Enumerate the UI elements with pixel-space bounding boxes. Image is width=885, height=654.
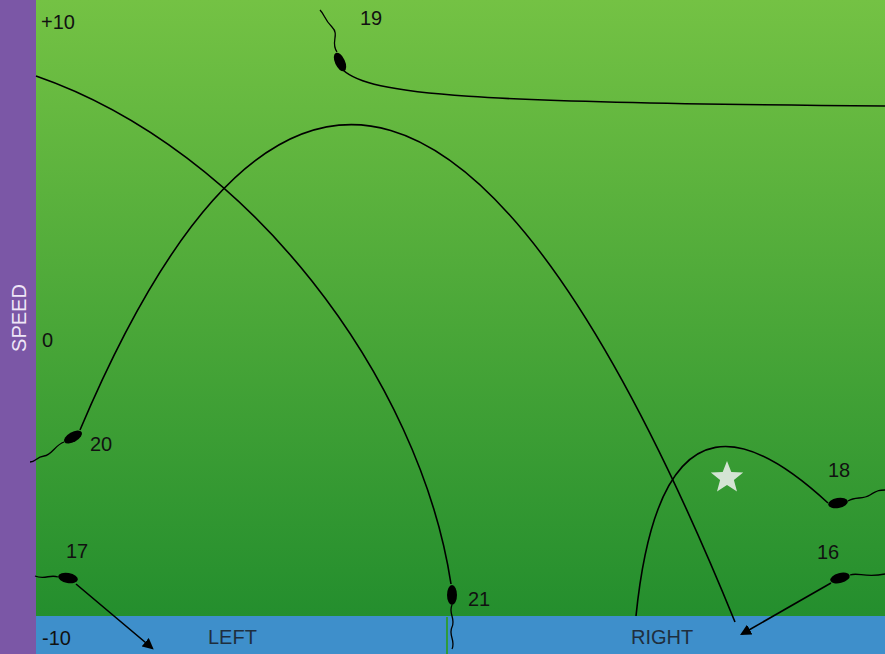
direction-label: LEFT [208, 627, 257, 647]
callout-number: 20 [90, 434, 112, 454]
axis-tick: +10 [41, 12, 75, 32]
trajectory [636, 446, 828, 616]
callout-number: 18 [828, 460, 850, 480]
sperm-tail [848, 490, 885, 501]
floor-band: LEFT RIGHT [36, 616, 885, 654]
trajectory [343, 70, 885, 106]
callout-number: 16 [817, 542, 839, 562]
callout-number: 17 [66, 541, 88, 561]
sperm-tail [320, 10, 337, 52]
sperm-head [829, 571, 851, 586]
axis-tick: 0 [42, 330, 53, 350]
callout-number: 19 [360, 8, 382, 28]
sperm-head [62, 428, 84, 447]
callout-number: 21 [468, 589, 490, 609]
axis-tick: -10 [42, 628, 71, 648]
star-marker [711, 461, 743, 492]
trajectory [80, 125, 735, 622]
axis-title: SPEED [9, 284, 29, 352]
sperm-head [447, 585, 457, 605]
sperm-head [57, 571, 78, 584]
trajectory [36, 76, 451, 584]
sperm-tail [850, 574, 885, 575]
sperm-head [827, 496, 848, 509]
sperm-head [331, 51, 349, 73]
direction-label: RIGHT [631, 627, 693, 647]
sperm-tail [35, 576, 58, 577]
speed-axis-bar: SPEED [0, 0, 36, 654]
